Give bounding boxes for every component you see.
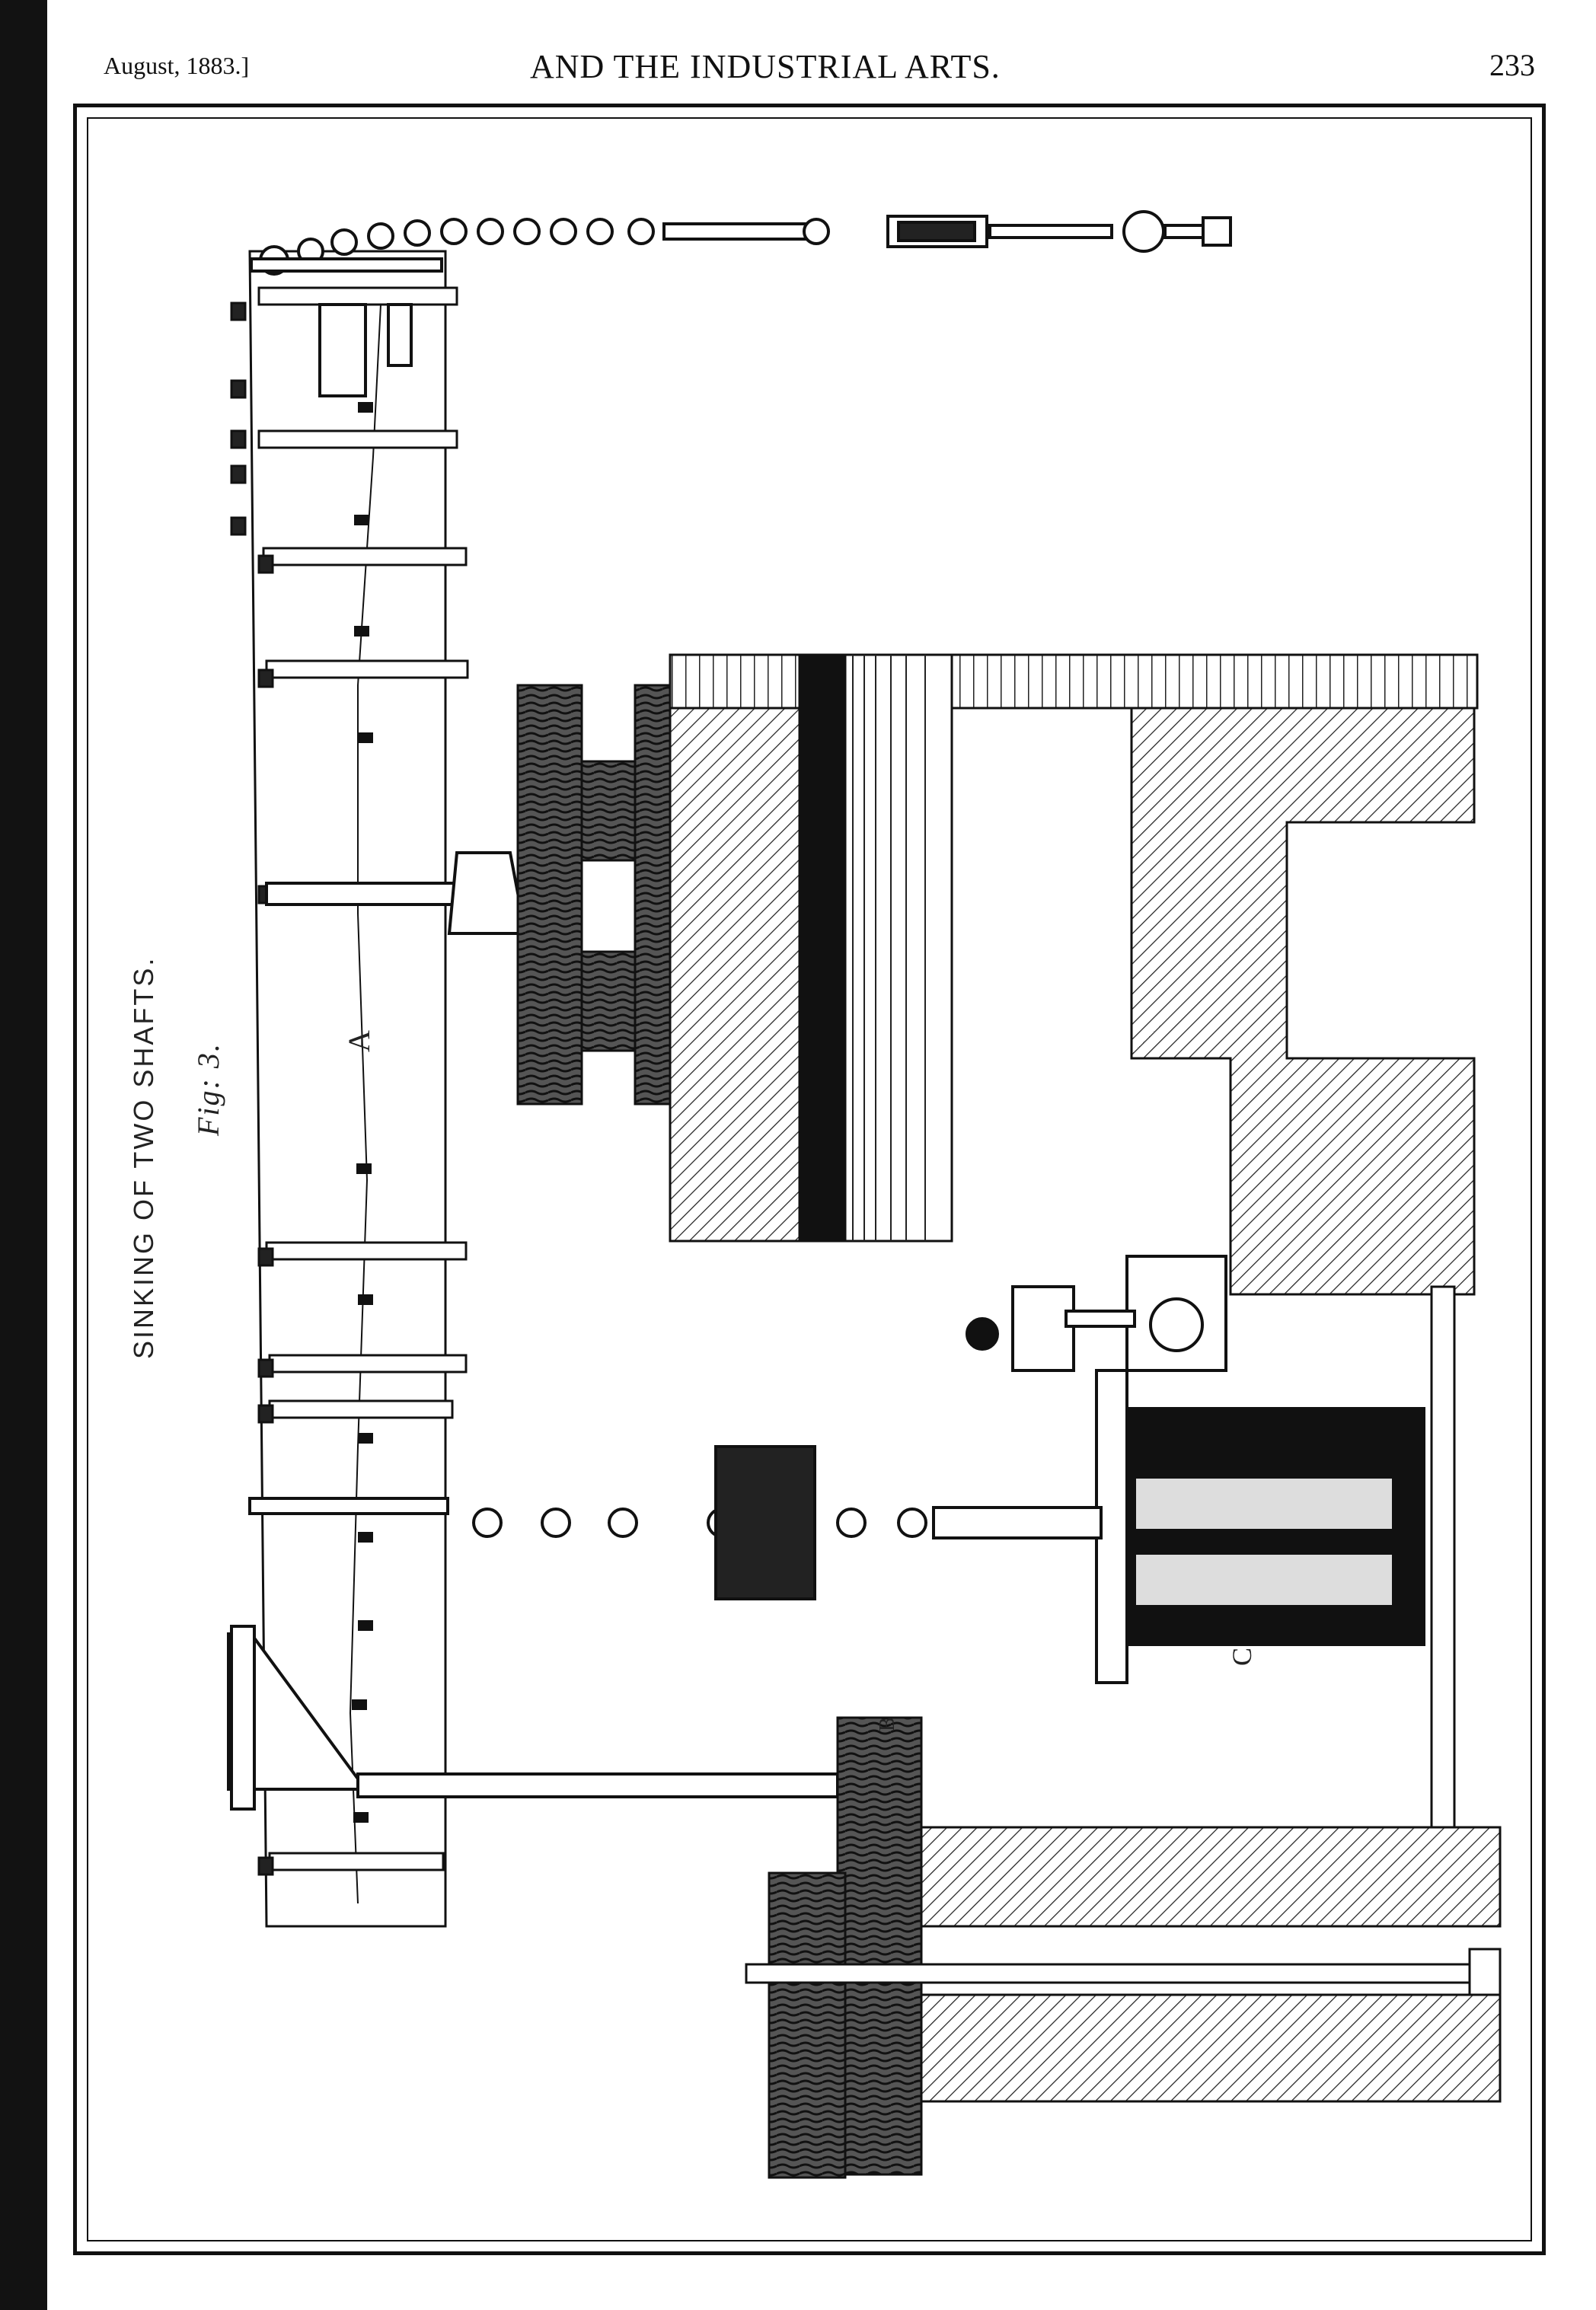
pivot-bearing [265, 851, 528, 935]
figure-label: Fig: 3. [191, 1042, 225, 1136]
plate-frame-outer [73, 104, 1546, 2255]
running-title: AND THE INDUSTRIAL ARTS. [530, 48, 1001, 85]
plate-title: SINKING OF TWO SHAFTS. [128, 956, 159, 1359]
plate-frame-inner [87, 117, 1532, 2241]
lever-arm [227, 1625, 839, 1811]
top-chain [250, 210, 1232, 397]
issue-date: August, 1883.] [104, 52, 250, 79]
book-spine-edge [0, 0, 47, 2310]
timber-blocks [516, 684, 679, 1106]
label-a: A [342, 1030, 376, 1052]
winding-drum-c [1095, 1369, 1425, 1684]
page-header: August, 1883.] AND THE INDUSTRIAL ARTS. … [104, 47, 1535, 93]
engine-housing [966, 1255, 1227, 1372]
shaft-section [745, 1285, 1502, 2179]
beam-straps [230, 286, 469, 1876]
drum-chain [248, 1445, 1103, 1600]
label-b: B [876, 1717, 899, 1731]
masonry-section [669, 653, 1479, 1296]
label-c: C [1227, 1647, 1257, 1666]
page-number: 233 [1489, 48, 1535, 82]
